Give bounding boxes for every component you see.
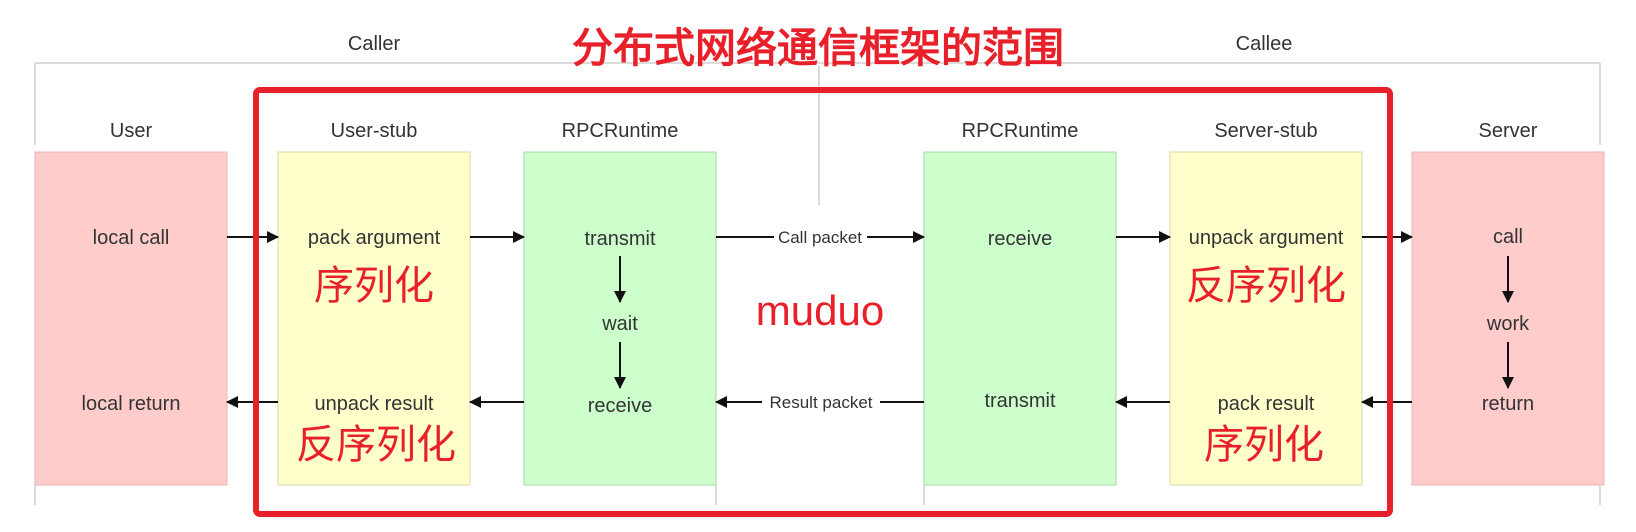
rpc-left-transmit-label: transmit [584, 228, 656, 250]
callee-label: Callee [1236, 33, 1293, 55]
pack-argument-label: pack argument [308, 227, 441, 249]
call-packet-label: Call packet [778, 228, 862, 247]
user-header: User [110, 120, 153, 142]
server-stub-header: Server-stub [1214, 120, 1317, 142]
server-header: Server [1479, 120, 1538, 142]
server-call-label: call [1493, 226, 1523, 248]
rpc-right-receive-label: receive [988, 228, 1052, 250]
swimlane-frame [34, 62, 1601, 505]
rpc-left-column-box [523, 151, 717, 486]
rpc-left-header: RPCRuntime [562, 120, 679, 142]
rpc-right-transmit-label: transmit [984, 390, 1056, 412]
server-column-box [1411, 151, 1605, 486]
rpc-left-receive-label: receive [588, 395, 652, 417]
muduo-annotation: muduo [756, 287, 884, 334]
serialize-annotation-left: 序列化 [314, 263, 434, 309]
serialize-annotation-right: 序列化 [1204, 422, 1324, 468]
caller-label: Caller [348, 33, 401, 55]
rpc-right-header: RPCRuntime [962, 120, 1079, 142]
user-column-box [34, 151, 228, 486]
unpack-argument-label: unpack argument [1189, 227, 1344, 249]
deserialize-annotation-right: 反序列化 [1186, 263, 1346, 309]
rpc-left-wait-label: wait [601, 313, 638, 335]
server-stub-column-box [1169, 151, 1363, 486]
deserialize-annotation-left: 反序列化 [296, 422, 456, 468]
unpack-result-label: unpack result [315, 393, 434, 415]
result-packet-label: Result packet [770, 393, 873, 412]
local-call-label: local call [93, 227, 170, 249]
framework-scope-highlight [253, 87, 1393, 517]
horizontal-arrows [226, 231, 1413, 408]
server-return-label: return [1482, 393, 1534, 415]
server-work-label: work [1486, 313, 1530, 335]
rpc-right-column-box [923, 151, 1117, 486]
user-stub-header: User-stub [331, 120, 418, 142]
local-return-label: local return [82, 393, 181, 415]
vertical-arrows [614, 256, 1514, 389]
user-stub-column-box [277, 151, 471, 486]
framework-scope-title: 分布式网络通信框架的范围 [572, 24, 1064, 72]
pack-result-label: pack result [1218, 393, 1315, 415]
